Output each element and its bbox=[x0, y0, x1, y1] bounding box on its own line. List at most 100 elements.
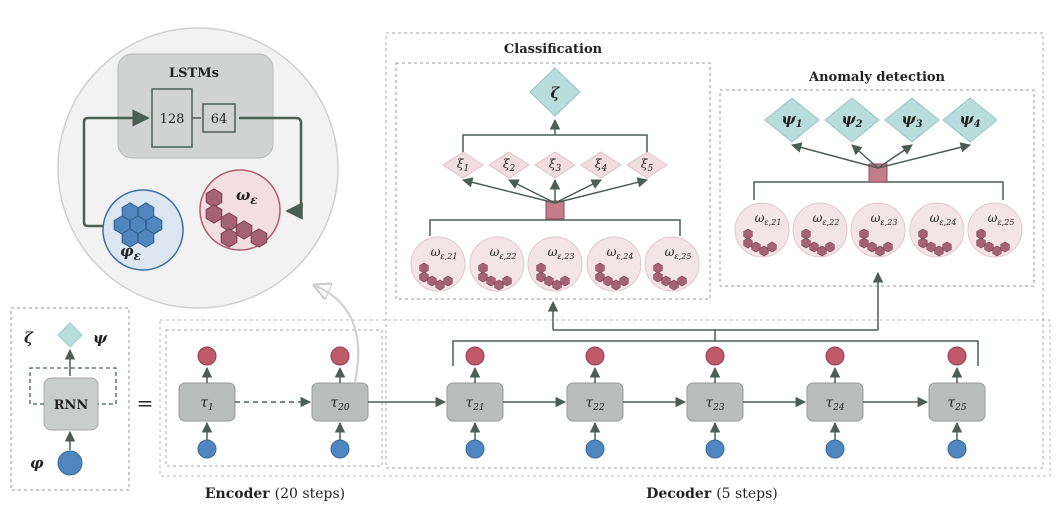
ano-omega-hex-0-2 bbox=[751, 241, 761, 253]
cls-omega-hex-3-4 bbox=[619, 275, 629, 287]
cls-omega-label-0: ωε,21 bbox=[431, 245, 458, 261]
ano-omega-label-3: ωε,24 bbox=[930, 211, 957, 227]
cls-omega-label-1: ωε,22 bbox=[490, 245, 517, 261]
omega-hex-1 bbox=[205, 204, 223, 224]
cls-omega-hex-0-0 bbox=[419, 262, 429, 274]
lstm-input-arrow bbox=[82, 109, 150, 228]
cls-hub bbox=[545, 200, 565, 220]
omega-epsilon-label: ωε bbox=[236, 186, 258, 207]
step-box-2 bbox=[446, 382, 504, 422]
step-box-6 bbox=[928, 382, 986, 422]
cls-omega-hex-1-0 bbox=[478, 262, 488, 274]
ano-psi-diamond-0 bbox=[764, 97, 820, 143]
ano-omega-hex-3-0 bbox=[918, 228, 928, 240]
zeta-output-diamond bbox=[529, 67, 581, 117]
cls-omega-hex-4-3 bbox=[669, 279, 679, 291]
classification-title: Classification bbox=[504, 42, 603, 57]
step-output-node-2 bbox=[465, 346, 485, 366]
step-box-4 bbox=[686, 382, 744, 422]
outer-box bbox=[159, 319, 1051, 477]
lstm-unit-64-label: 64 bbox=[211, 112, 228, 127]
lstm-unit-128-label: 128 bbox=[160, 112, 185, 127]
ano-psi-label-1: ψ2 bbox=[841, 110, 862, 130]
step-label-2: τ21 bbox=[465, 395, 484, 413]
cls-omega-hex-0-1 bbox=[419, 271, 429, 283]
cls-xi-arrow-4 bbox=[554, 177, 649, 204]
legend-blue-node bbox=[57, 450, 83, 476]
legend-diamond bbox=[57, 322, 83, 348]
step-label-1: τ20 bbox=[330, 395, 349, 413]
cls-omega-hex-4-1 bbox=[653, 271, 663, 283]
cls-omega-hex-1-3 bbox=[494, 279, 504, 291]
ano-omega-hex-0-3 bbox=[759, 245, 769, 257]
cls-xi-label-2: ξ3 bbox=[549, 157, 562, 174]
step-output-node-1 bbox=[330, 346, 350, 366]
decoder-caption: Decoder(5 steps) bbox=[646, 486, 778, 502]
ano-omega-label-1: ωε,22 bbox=[813, 211, 840, 227]
ano-omega-hex-3-2 bbox=[926, 241, 936, 253]
legend-zeta: ζ bbox=[24, 329, 34, 347]
legend-rnn-loop bbox=[29, 367, 117, 405]
ano-psi-arrow-2 bbox=[877, 144, 913, 169]
step-output-node-0 bbox=[197, 346, 217, 366]
cls-omega-hex-1-4 bbox=[502, 275, 512, 287]
legend-phi: φ bbox=[30, 454, 44, 472]
cls-xi-label-3: ξ4 bbox=[595, 157, 608, 174]
ano-omega-label-2: ωε,23 bbox=[871, 211, 898, 227]
ano-omega-hex-0-1 bbox=[743, 237, 753, 249]
ano-psi-diamond-1 bbox=[824, 97, 880, 143]
ano-psi-label-2: ψ3 bbox=[901, 110, 922, 130]
ano-psi-arrow-3 bbox=[877, 142, 972, 169]
ano-omega-hex-3-4 bbox=[942, 241, 952, 253]
omega-hex-cluster bbox=[205, 188, 268, 248]
cls-omega-hex-2-3 bbox=[552, 279, 562, 291]
encoder-caption: Encoder(20 steps) bbox=[205, 486, 345, 502]
phi-hex-cluster bbox=[113, 202, 163, 248]
anomaly-box bbox=[719, 89, 1035, 287]
step-output-node-5 bbox=[825, 346, 845, 366]
step-output-node-4 bbox=[705, 346, 725, 366]
step-box-1 bbox=[311, 382, 369, 422]
classification-box bbox=[395, 62, 711, 300]
ano-omega-label-0: ωε,21 bbox=[755, 211, 782, 227]
cls-omega-hex-2-1 bbox=[536, 271, 546, 283]
cls-xi-arrow-0 bbox=[461, 177, 556, 204]
zeta-output-label: ζ bbox=[551, 84, 561, 102]
ano-omega-hex-2-3 bbox=[875, 245, 885, 257]
equals-sign: = bbox=[137, 391, 154, 415]
cls-omega-hex-2-0 bbox=[536, 262, 546, 274]
ano-omega-hex-1-1 bbox=[801, 237, 811, 249]
cls-omega-hex-3-2 bbox=[603, 275, 613, 287]
omega-hex-5 bbox=[250, 228, 268, 248]
cls-omega-hex-3-0 bbox=[595, 262, 605, 274]
cls-xi-diamond-4 bbox=[626, 151, 668, 179]
cls-xi-arrow-3 bbox=[554, 179, 602, 204]
lstm-output-arrow bbox=[239, 116, 303, 220]
step-label-6: τ25 bbox=[947, 395, 966, 413]
ano-psi-arrow-1 bbox=[851, 144, 879, 169]
ano-omega-hex-1-3 bbox=[817, 245, 827, 257]
phi-hex-6 bbox=[137, 228, 155, 248]
step-label-4: τ23 bbox=[705, 395, 724, 413]
ano-omega-hex-4-3 bbox=[992, 245, 1002, 257]
step-label-3: τ22 bbox=[585, 395, 604, 413]
ano-omega-hex-0-4 bbox=[767, 241, 777, 253]
step-box-5 bbox=[806, 382, 864, 422]
cls-omega-hex-0-2 bbox=[427, 275, 437, 287]
cls-xi-bracket bbox=[462, 134, 648, 152]
ano-omega-label-4: ωε,25 bbox=[988, 211, 1015, 227]
step-label-5: τ24 bbox=[825, 395, 844, 413]
lstms-title: LSTMs bbox=[169, 66, 219, 81]
cls-omega-hex-4-0 bbox=[653, 262, 663, 274]
zoom-arrow bbox=[316, 286, 360, 383]
omega-hex-2 bbox=[220, 212, 238, 232]
ano-hub bbox=[868, 163, 888, 183]
step-output-node-6 bbox=[947, 346, 967, 366]
step-input-node-0 bbox=[197, 439, 217, 459]
cls-xi-diamond-2 bbox=[534, 151, 576, 179]
ano-psi-label-3: ψ4 bbox=[959, 110, 980, 130]
